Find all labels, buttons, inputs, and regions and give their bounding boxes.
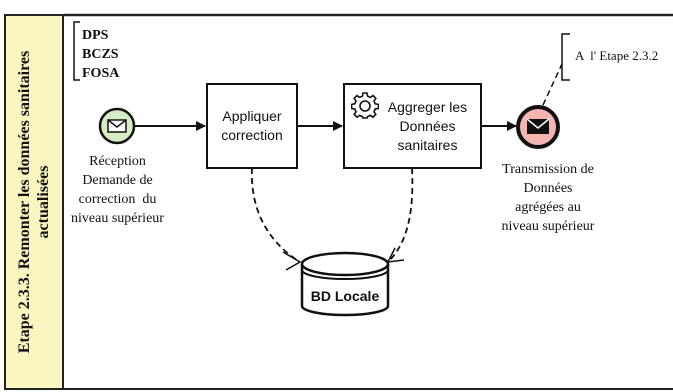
data-association-1 — [251, 167, 301, 263]
label-line: niveau supérieur — [71, 211, 164, 226]
start-event-label: Réception Demande de correction du nivea… — [60, 152, 175, 228]
text-annotation: A l' Etape 2.3.2 — [575, 48, 659, 63]
label-line: niveau supérieur — [501, 219, 595, 234]
organization-item: FOSA — [82, 66, 120, 81]
data-association-2-arrow — [386, 247, 405, 263]
annotation-association — [542, 63, 563, 106]
annotation-bracket — [561, 33, 570, 81]
start-event[interactable] — [98, 107, 136, 145]
task-label-line: correction — [221, 127, 283, 143]
envelope-filled-icon — [526, 118, 550, 134]
data-store-label: BD Locale — [310, 288, 380, 304]
organization-bracket — [73, 21, 80, 81]
gear-icon — [351, 92, 379, 119]
label-line: agrégées au — [515, 200, 581, 215]
label-line: Transmission de — [502, 162, 594, 177]
data-store[interactable] — [300, 251, 390, 317]
envelope-icon — [107, 119, 127, 133]
data-association-2 — [387, 167, 414, 263]
lane-label: Etape 2.3.3. Remonter les données sanita… — [4, 14, 64, 390]
end-event[interactable] — [516, 105, 560, 149]
organization-item: BCZS — [82, 47, 119, 62]
label-line: Demande de — [82, 173, 153, 188]
label-line: Réception — [89, 154, 146, 169]
lane-title: Etape 2.3.3. Remonter les données sanita… — [16, 50, 52, 354]
label-line: correction du — [78, 192, 157, 207]
task-label-line: Aggreger les — [387, 98, 468, 115]
task-label-line: Données — [399, 117, 456, 134]
organization-item: DPS — [82, 28, 109, 43]
task-aggregate-data[interactable]: Aggreger les Données sanitaires — [343, 83, 482, 169]
data-association-1-arrow — [282, 251, 302, 271]
end-event-label: Transmission de Données agrégées au nive… — [488, 160, 608, 236]
task-apply-correction[interactable]: Appliquer correction — [206, 83, 298, 169]
label-line: Données — [523, 181, 573, 196]
organization-list: DPS BCZS FOSA — [82, 26, 119, 83]
task-label-line: sanitaires — [397, 136, 458, 153]
task-label-line: Appliquer — [222, 108, 282, 124]
